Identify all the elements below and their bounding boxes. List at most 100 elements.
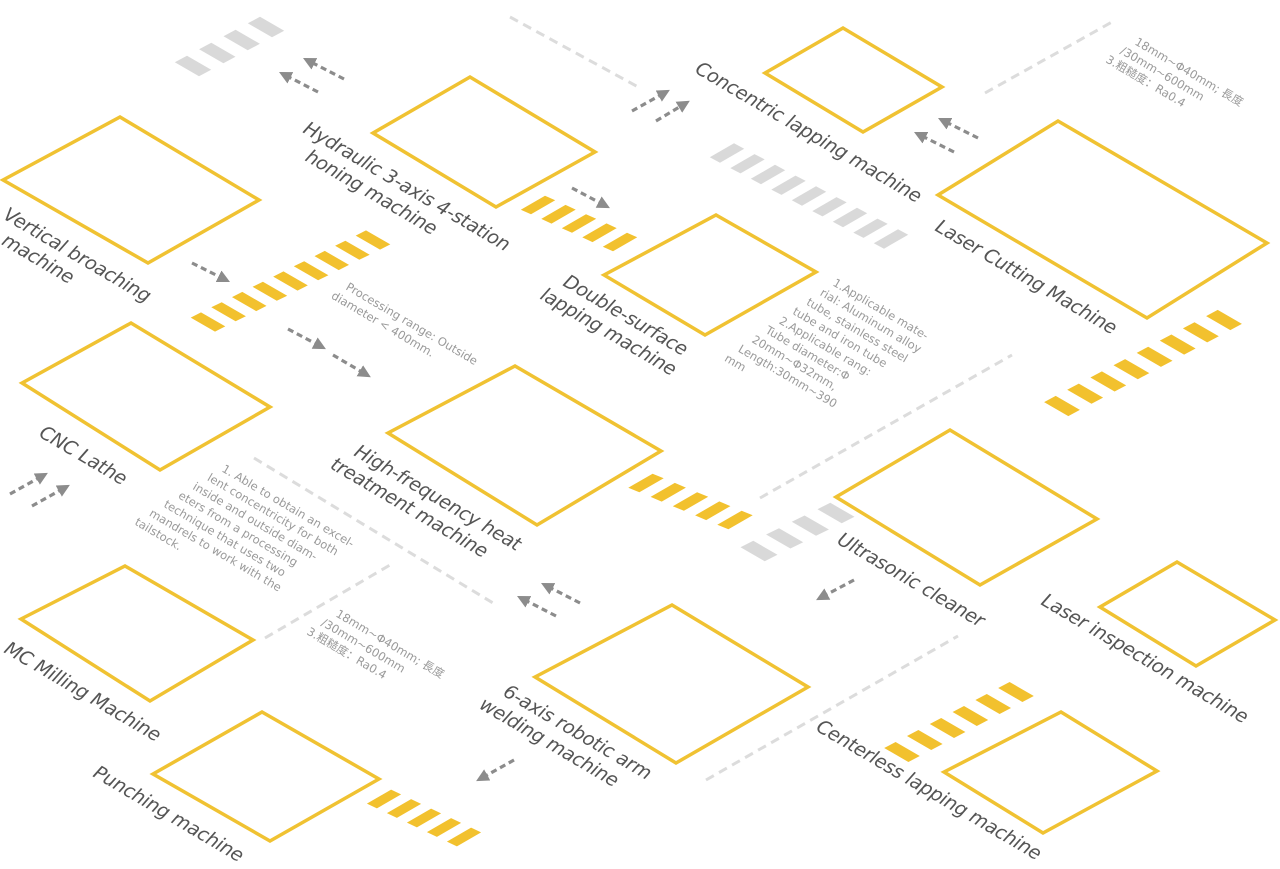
flow-arrow-4 bbox=[287, 327, 326, 350]
flow-arrow-9 bbox=[655, 100, 690, 123]
stripe-3-8 bbox=[355, 230, 391, 250]
stripe-4-0 bbox=[1044, 395, 1080, 417]
note-spec-bottom: 18mm~Φ40mm; 長度 /30mm~600mm 3.粗糙度：Ra0.4 bbox=[304, 598, 450, 708]
box-centerless-lapping bbox=[940, 709, 1161, 836]
stripe-1-0 bbox=[520, 195, 556, 215]
stripe-1-3 bbox=[582, 223, 617, 243]
stripe-2-8 bbox=[873, 229, 909, 249]
flow-arrows bbox=[9, 57, 979, 782]
flow-arrow-12 bbox=[541, 582, 581, 605]
connector-lines bbox=[253, 15, 1113, 782]
box-mc-milling bbox=[17, 564, 257, 704]
stripe-4-4 bbox=[1136, 346, 1173, 367]
stripe-0-2 bbox=[223, 29, 260, 51]
stripe-6-0 bbox=[740, 540, 778, 562]
stripe-2-5 bbox=[812, 197, 847, 217]
stripe-1-2 bbox=[561, 214, 597, 233]
box-laser-cutting bbox=[934, 118, 1271, 321]
flow-arrow-1 bbox=[279, 71, 319, 94]
flow-arrow-8 bbox=[631, 89, 670, 113]
stripe-2-1 bbox=[730, 154, 765, 174]
spec-notes: 18mm~Φ40mm; 長度 /30mm~600mm 3.粗糙度：Ra0.4 P… bbox=[132, 26, 1249, 708]
stripe-5-2 bbox=[672, 492, 709, 511]
stripe-2-3 bbox=[771, 175, 806, 195]
label-laser-cutting: Laser Cutting Machine bbox=[931, 215, 1120, 339]
stripe-4-1 bbox=[1067, 383, 1104, 404]
stripe-4-6 bbox=[1182, 322, 1219, 343]
stripe-3-6 bbox=[314, 250, 349, 271]
stripe-belts bbox=[174, 16, 1242, 847]
stripe-4-2 bbox=[1090, 371, 1127, 392]
flow-arrow-2 bbox=[571, 186, 610, 209]
note-material: 1.Applicable mate- rial: Aluminum alloy … bbox=[722, 248, 935, 449]
stripe-2-2 bbox=[750, 164, 786, 185]
stripe-7-4 bbox=[975, 694, 1011, 714]
stripe-8-0 bbox=[366, 789, 402, 809]
box-ultrasonic bbox=[832, 427, 1101, 588]
flow-arrow-11 bbox=[31, 484, 70, 508]
box-concentric-lapping bbox=[761, 25, 946, 135]
machine-labels: Vertical broaching machine Hydraulic 3-a… bbox=[0, 57, 1252, 866]
stripe-4-3 bbox=[1113, 359, 1150, 380]
flow-arrow-14 bbox=[816, 578, 855, 601]
flow-arrow-5 bbox=[332, 353, 371, 378]
stripe-8-4 bbox=[446, 827, 482, 847]
stripe-3-4 bbox=[273, 271, 308, 291]
box-vertical-broaching bbox=[0, 114, 263, 266]
flow-arrow-15 bbox=[476, 758, 515, 782]
stripe-4-7 bbox=[1206, 309, 1242, 331]
label-cnc-lathe: CNC Lathe bbox=[35, 421, 130, 489]
stripe-7-5 bbox=[998, 682, 1034, 702]
box-cnc-lathe bbox=[18, 320, 274, 473]
note-spec-top: 18mm~Φ40mm; 長度 /30mm~600mm 3.粗糙度：Ra0.4 bbox=[1103, 26, 1249, 136]
stripe-2-7 bbox=[853, 218, 888, 238]
flow-arrow-3 bbox=[191, 261, 231, 283]
label-robotic-welding: 6-axis robotic arm welding machine bbox=[476, 673, 661, 807]
flow-arrow-7 bbox=[913, 131, 955, 154]
stripe-5-0 bbox=[628, 473, 664, 493]
stripe-7-3 bbox=[952, 706, 989, 726]
stripe-0-0 bbox=[174, 55, 212, 77]
stripe-3-0 bbox=[190, 312, 226, 332]
flow-arrow-13 bbox=[517, 595, 557, 618]
label-mc-milling: MC Milling Machine bbox=[0, 637, 164, 746]
label-high-frequency: High-frequency heat treatment machine bbox=[327, 433, 530, 578]
stripe-6-2 bbox=[791, 515, 829, 536]
stripe-3-7 bbox=[335, 240, 370, 260]
stripe-2-0 bbox=[709, 143, 745, 163]
stripe-6-3 bbox=[817, 502, 855, 524]
flow-arrow-10 bbox=[9, 472, 48, 496]
stripe-2-6 bbox=[832, 207, 868, 228]
stripe-8-1 bbox=[386, 799, 422, 818]
stripe-8-2 bbox=[406, 808, 442, 828]
stripe-2-4 bbox=[791, 186, 827, 206]
stripe-4-5 bbox=[1159, 334, 1196, 355]
stripe-5-3 bbox=[695, 501, 731, 521]
label-concentric-lapping: Concentric lapping machine bbox=[691, 57, 925, 207]
stripe-7-2 bbox=[929, 718, 966, 738]
box-robotic-welding bbox=[531, 602, 812, 766]
box-hydraulic-honing bbox=[369, 74, 599, 210]
stripe-3-5 bbox=[293, 261, 329, 281]
stripe-3-1 bbox=[211, 302, 246, 322]
flow-arrow-6 bbox=[937, 117, 979, 140]
label-laser-inspection: Laser inspection machine bbox=[1037, 589, 1251, 728]
stripe-6-1 bbox=[766, 528, 804, 549]
stripe-5-1 bbox=[650, 482, 686, 502]
flow-arrow-0 bbox=[303, 57, 345, 81]
box-punching bbox=[149, 709, 383, 844]
box-high-frequency bbox=[384, 363, 665, 528]
machine-boxes bbox=[0, 25, 1279, 844]
stripe-5-4 bbox=[717, 510, 753, 530]
stripe-3-2 bbox=[232, 291, 267, 312]
stripe-3-3 bbox=[252, 281, 288, 301]
stripe-7-0 bbox=[884, 742, 920, 762]
stripe-1-1 bbox=[541, 204, 576, 224]
stripe-7-1 bbox=[907, 730, 943, 750]
stripe-1-4 bbox=[602, 232, 638, 252]
stripe-8-3 bbox=[426, 818, 462, 837]
stripe-0-1 bbox=[199, 42, 236, 64]
box-double-surface bbox=[600, 213, 820, 338]
stripe-0-3 bbox=[247, 16, 285, 38]
